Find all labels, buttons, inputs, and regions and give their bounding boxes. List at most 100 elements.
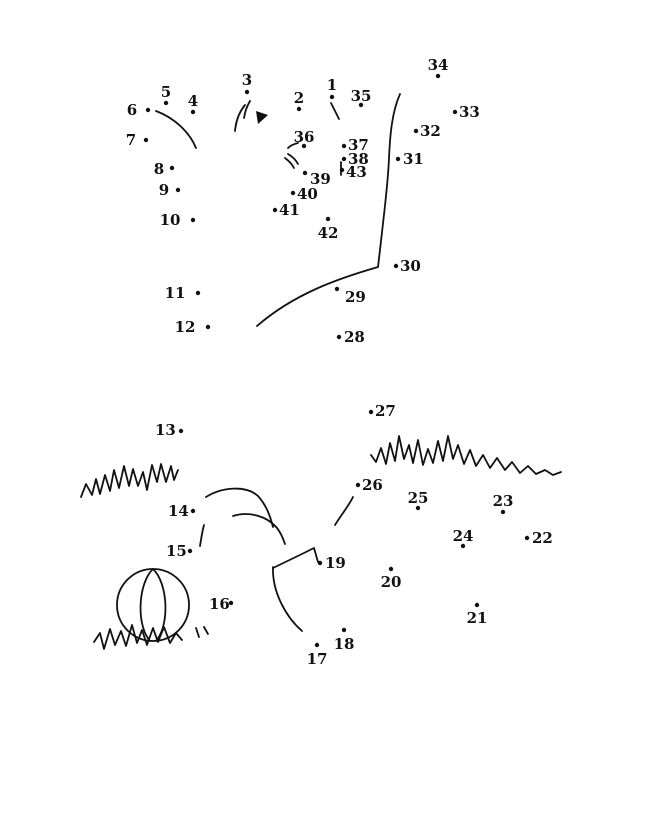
- dot-point-21: 21: [467, 602, 487, 627]
- dot-point-33: 33: [452, 103, 480, 121]
- dot-point-32: 32: [413, 122, 441, 140]
- dot-point-24: 24: [453, 527, 474, 549]
- dot-point-9: 9: [159, 181, 181, 199]
- dot-point-1: 1: [327, 76, 337, 100]
- dot-number-label: 13: [155, 421, 176, 439]
- grass-ball: [93, 624, 183, 650]
- dot-marker: [474, 602, 480, 608]
- eye-outline: [234, 104, 246, 132]
- dot-point-4: 4: [188, 92, 198, 115]
- nose-wrinkle-2: [287, 153, 299, 165]
- dot-number-label: 20: [381, 573, 402, 591]
- dot-number-label: 4: [188, 92, 198, 110]
- nose-wrinkle-1: [287, 142, 299, 149]
- dot-marker: [190, 508, 196, 514]
- dot-marker: [169, 165, 175, 171]
- dot-point-23: 23: [493, 492, 513, 515]
- dot-marker: [368, 409, 374, 415]
- dot-number-label: 8: [154, 160, 164, 178]
- dot-number-label: 39: [310, 170, 331, 188]
- dot-marker: [302, 170, 308, 176]
- dot-point-11: 11: [165, 284, 201, 302]
- dot-number-label: 24: [453, 527, 474, 545]
- dot-number-label: 9: [159, 181, 169, 199]
- dot-marker: [195, 290, 201, 296]
- dot-number-label: 41: [279, 201, 300, 219]
- dot-number-label: 19: [325, 554, 346, 572]
- dot-marker: [290, 190, 296, 196]
- dot-marker: [163, 100, 169, 106]
- dot-marker: [336, 334, 342, 340]
- dot-point-15: 15: [166, 542, 193, 560]
- dot-point-38: 38: [341, 150, 369, 168]
- eye-pupil: [256, 111, 268, 124]
- dot-point-37: 37: [341, 136, 369, 154]
- ball-seam-1: [139, 568, 154, 642]
- foot-stroke: [272, 547, 319, 569]
- dot-number-label: 12: [175, 318, 196, 336]
- grass-tick-2: [203, 626, 209, 635]
- dot-marker: [178, 428, 184, 434]
- dot-point-40: 40: [290, 185, 318, 203]
- dot-marker: [228, 600, 234, 606]
- numbered-dots: 1234567891011121314151617181920212223242…: [126, 56, 553, 668]
- dot-number-label: 32: [420, 122, 441, 140]
- dot-point-42: 42: [318, 216, 338, 242]
- dot-point-41: 41: [272, 201, 300, 219]
- forehead-line: [330, 102, 340, 120]
- dot-point-34: 34: [428, 56, 449, 79]
- dot-number-label: 15: [166, 542, 187, 560]
- dot-point-6: 6: [127, 101, 151, 119]
- grass-tick-1: [195, 627, 200, 638]
- dot-number-label: 40: [297, 185, 318, 203]
- dot-marker: [393, 263, 399, 269]
- dot-number-label: 14: [168, 502, 189, 520]
- dot-number-label: 6: [127, 101, 137, 119]
- dot-number-label: 7: [126, 131, 136, 149]
- dot-point-2: 2: [294, 89, 304, 112]
- dot-number-label: 5: [161, 83, 171, 101]
- dot-number-label: 10: [160, 211, 181, 229]
- dot-marker: [341, 156, 347, 162]
- dot-point-13: 13: [155, 421, 184, 439]
- eye-brow: [243, 100, 251, 119]
- dot-marker: [301, 143, 307, 149]
- dot-number-label: 11: [165, 284, 186, 302]
- dot-number-label: 17: [307, 650, 328, 668]
- ear-arc: [155, 110, 197, 149]
- dot-marker: [296, 106, 302, 112]
- dot-point-16: 16: [209, 595, 234, 613]
- dot-point-25: 25: [408, 489, 428, 511]
- dot-marker: [244, 89, 250, 95]
- dot-marker: [500, 509, 506, 515]
- dot-marker: [339, 167, 345, 173]
- dot-number-label: 38: [348, 150, 369, 168]
- dot-point-28: 28: [336, 328, 365, 346]
- dot-marker: [205, 324, 211, 330]
- dot-number-label: 43: [346, 163, 367, 181]
- dot-marker: [341, 627, 347, 633]
- dot-marker: [145, 107, 151, 113]
- dot-point-3: 3: [242, 71, 252, 95]
- dot-marker: [415, 505, 421, 511]
- dot-point-26: 26: [355, 476, 383, 494]
- dot-marker: [329, 94, 335, 100]
- dot-point-35: 35: [351, 87, 371, 108]
- dot-number-label: 34: [428, 56, 449, 74]
- dot-point-14: 14: [168, 502, 196, 520]
- leg-stroke: [272, 566, 303, 632]
- dot-marker: [524, 535, 530, 541]
- dot-point-29: 29: [334, 286, 366, 306]
- dot-number-label: 1: [327, 76, 337, 94]
- dot-marker: [143, 137, 149, 143]
- dot-point-20: 20: [381, 566, 402, 591]
- dot-marker: [187, 548, 193, 554]
- dot-marker: [395, 156, 401, 162]
- dot-point-43: 43: [339, 163, 367, 181]
- dot-marker: [190, 109, 196, 115]
- back-stroke: [334, 496, 354, 526]
- dot-point-36: 36: [294, 128, 314, 149]
- dot-point-30: 30: [393, 257, 421, 275]
